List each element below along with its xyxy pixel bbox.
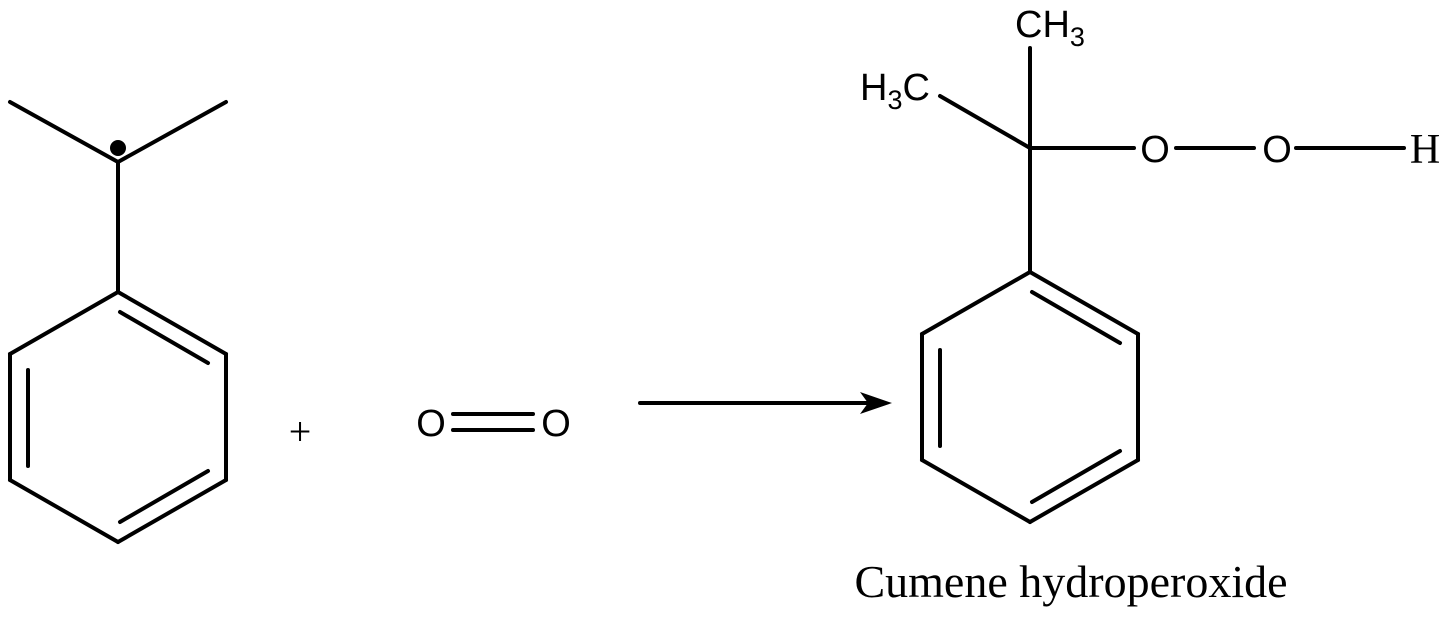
product-benzene-ring [920, 270, 1140, 524]
oxygen-molecule: O O [416, 403, 571, 445]
cumyl-radical-right-methyl-bond [116, 100, 228, 164]
methyl-left-h: H [860, 67, 887, 109]
radical-dot [110, 140, 126, 156]
methyl-left-c: C [902, 67, 929, 109]
product-left-methyl-bond [938, 94, 1032, 150]
methyl-top-label: CH3 [1015, 4, 1085, 52]
cumene-hydroperoxide: CH3 H3C O O H [860, 4, 1440, 524]
cumyl-radical [8, 100, 228, 544]
reaction-arrow [638, 392, 892, 414]
plus-sign: + [289, 409, 312, 454]
product-name-caption: Cumene hydroperoxide [854, 556, 1287, 607]
methyl-left-subscript: 3 [887, 85, 902, 115]
methyl-top-subscript: 3 [1070, 22, 1085, 52]
peroxide-oxygen-1: O [1140, 129, 1170, 171]
methyl-top-main: CH [1015, 4, 1070, 46]
hydroxyl-hydrogen: H [1410, 127, 1440, 173]
methyl-left-label: H3C [860, 67, 930, 115]
cumyl-radical-left-methyl-bond [8, 100, 120, 164]
oxygen-atom-right: O [541, 403, 571, 445]
oxygen-atom-left: O [416, 403, 446, 445]
cumyl-radical-benzene-ring [8, 290, 228, 544]
peroxide-oxygen-2: O [1262, 129, 1292, 171]
